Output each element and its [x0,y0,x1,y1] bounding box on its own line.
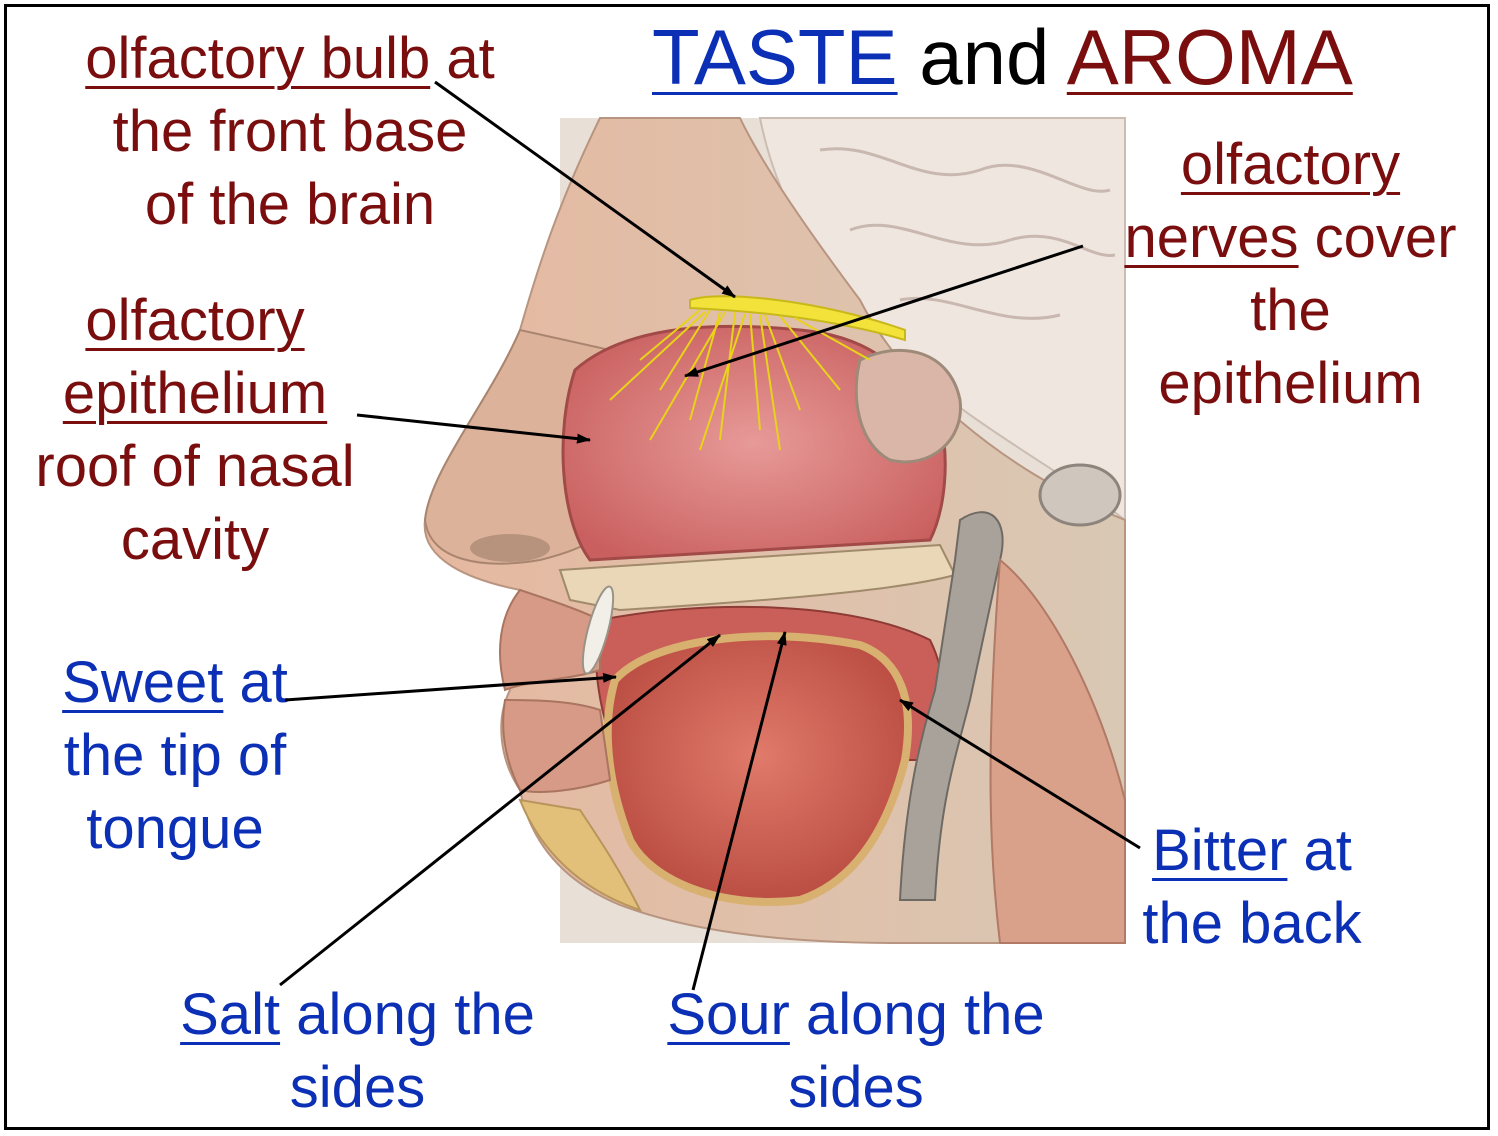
sour-line2: sides [650,1051,1062,1124]
sweet-line3: tongue [50,792,300,865]
bitter-rest: at [1287,818,1352,883]
ear-structure [1040,465,1120,525]
label-olfactory-bulb: olfactory bulb at the front base of the … [30,22,550,241]
olfactory-nerves-line1: olfactory [1108,128,1473,201]
salt-line2: sides [160,1051,555,1124]
label-olfactory-nerves: olfactory nerves cover the epithelium [1108,128,1473,420]
nostril [470,534,550,562]
title-and: and [898,13,1067,101]
sweet-rest: at [223,650,288,715]
sour-term: Sour [667,982,790,1047]
olfactory-bulb-term: olfactory bulb [85,26,430,91]
salt-term: Salt [180,982,280,1047]
olfactory-nerves-term: nerves [1124,205,1298,270]
olfactory-bulb-rest: at [430,26,495,91]
sour-rest: along the [790,982,1045,1047]
label-bitter: Bitter at the back [1132,814,1372,960]
page-title: TASTE and AROMA [652,12,1498,102]
label-salt: Salt along the sides [160,978,555,1124]
label-olfactory-epithelium: olfactory epithelium roof of nasal cavit… [20,284,370,576]
olfactory-bulb-line3: of the brain [30,168,550,241]
sweet-term: Sweet [62,650,223,715]
sphenoid-sinus [856,350,960,462]
title-taste: TASTE [652,13,898,101]
lower-lip [503,700,610,792]
olfactory-epithelium-line2: epithelium [20,357,370,430]
olfactory-epithelium-line1: olfactory [20,284,370,357]
salt-rest: along the [280,982,535,1047]
olfactory-bulb-line2: the front base [30,95,550,168]
sweet-line2: the tip of [50,719,300,792]
olfactory-nerves-line3: the [1108,274,1473,347]
bitter-term: Bitter [1152,818,1287,883]
title-aroma: AROMA [1067,13,1353,101]
olfactory-epithelium-line4: cavity [20,503,370,576]
olfactory-nerves-line4: epithelium [1108,347,1473,420]
label-sweet: Sweet at the tip of tongue [50,646,300,865]
label-sour: Sour along the sides [650,978,1062,1124]
olfactory-nerves-rest: cover [1299,205,1457,270]
bitter-line2: the back [1132,887,1372,960]
olfactory-epithelium-line3: roof of nasal [20,430,370,503]
